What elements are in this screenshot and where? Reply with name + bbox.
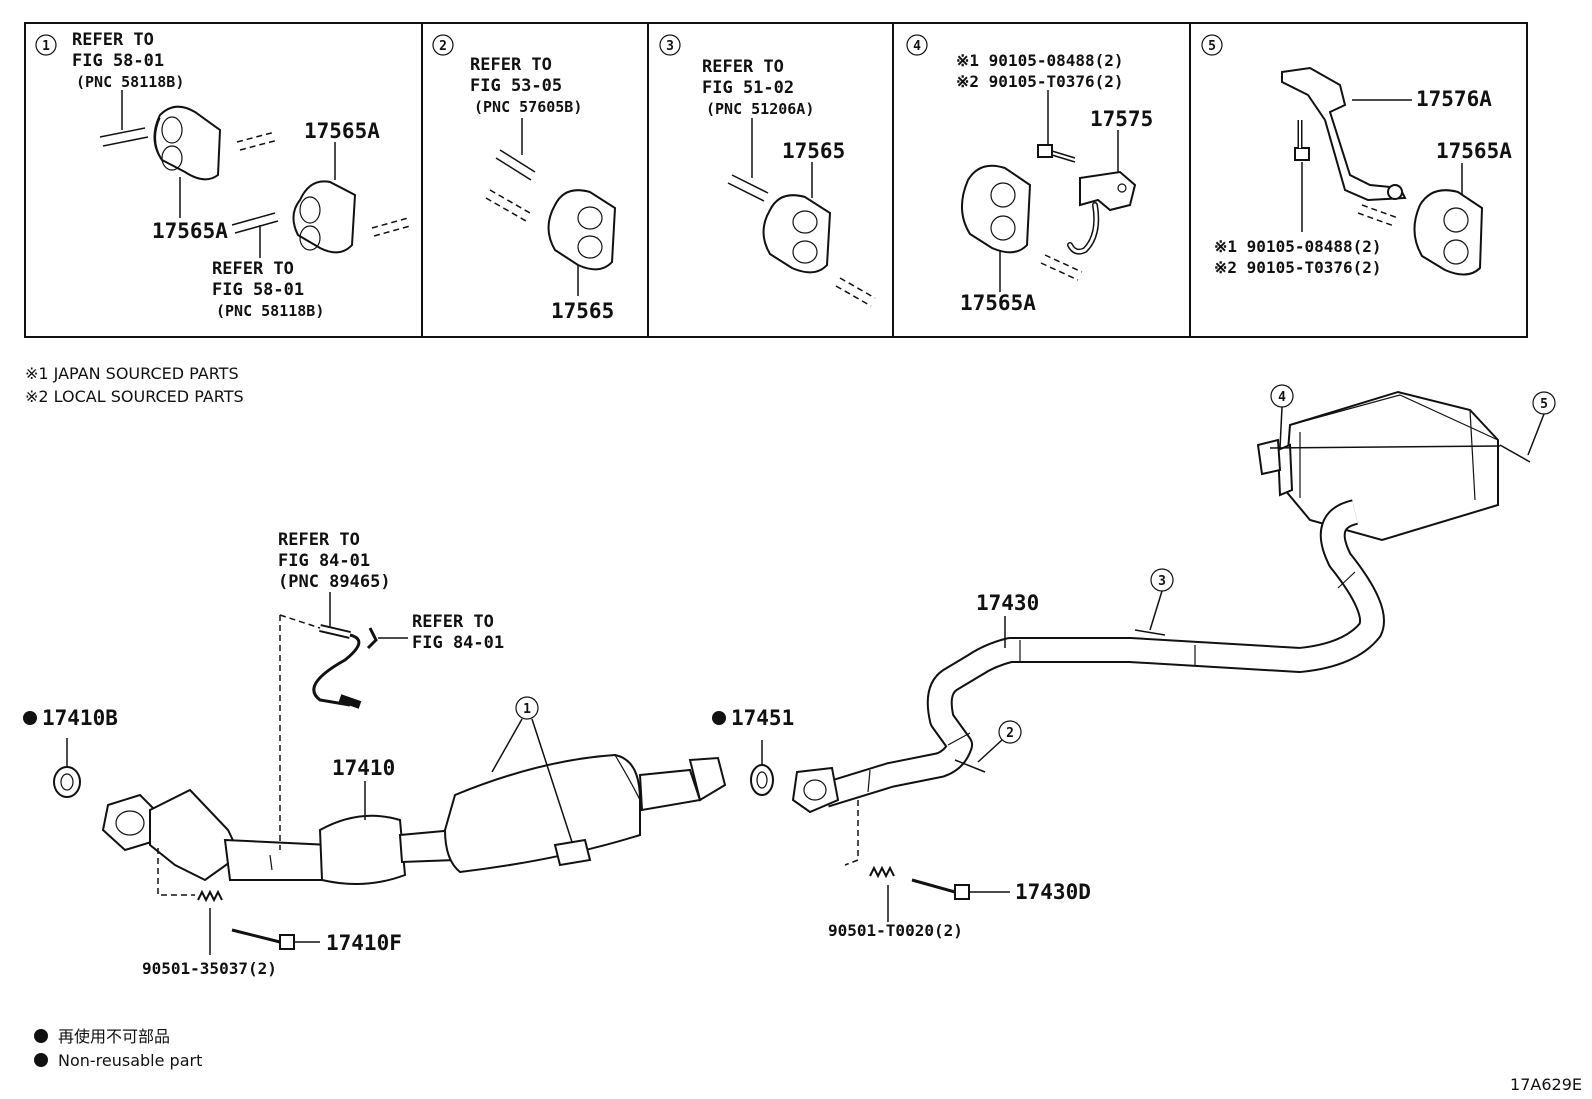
svg-text:1: 1 xyxy=(523,702,531,717)
rear-muffler xyxy=(1256,390,1501,542)
rubber-hanger-icon xyxy=(292,180,357,254)
panel-4-bolt-line-2: ※2 90105-T0376(2) xyxy=(956,72,1124,91)
panel-1-refer-line-3: (PNC 58118B) xyxy=(76,73,184,91)
gasket-mid-label: 17451 xyxy=(731,706,794,730)
pipe-flange xyxy=(791,766,840,814)
dashed-rod xyxy=(236,131,279,151)
panel-4-bolt-line-1: ※1 90105-08488(2) xyxy=(956,51,1124,70)
sensor-refer-line-2: FIG 84-01 xyxy=(278,551,370,571)
front-spring-label: 90501-35037(2) xyxy=(142,959,277,978)
gasket-front-label: 17410B xyxy=(42,706,118,730)
oxygen-sensor xyxy=(279,614,378,850)
panel-5-bolt-line-2: ※2 90105-T0376(2) xyxy=(1214,258,1382,277)
panel-3-number: 3 xyxy=(666,39,674,54)
detail-panel-2: 2 REFER TO FIG 53-05 (PNC 57605B) 17565 xyxy=(432,34,617,323)
rubber-hanger-icon xyxy=(1413,189,1484,276)
callout-5: 5 xyxy=(1499,391,1556,463)
panel-1-refer2-line-2: FIG 58-01 xyxy=(212,280,304,300)
bolt-icon xyxy=(1294,120,1310,161)
front-pipe-label: 17410 xyxy=(332,756,395,780)
clip-refer-line-2: FIG 84-01 xyxy=(412,633,504,653)
dashed-rod xyxy=(1040,254,1083,281)
gasket-mid xyxy=(750,740,774,796)
panel-2-refer-line-1: REFER TO xyxy=(470,55,552,75)
rubber-hanger-icon xyxy=(547,189,617,271)
clip-refer-line-1: REFER TO xyxy=(412,612,494,632)
panel-1-refer-line-1: REFER TO xyxy=(72,30,154,50)
figure-code: 17A629E xyxy=(1510,1075,1582,1094)
sensor-refer-line-3: (PNC 89465) xyxy=(278,572,391,592)
panel-2-refer-line-3: (PNC 57605B) xyxy=(474,98,582,116)
gasket-front xyxy=(53,738,81,798)
detail-panels-frame xyxy=(24,22,1528,338)
sensor-refer-line-1: REFER TO xyxy=(278,530,360,550)
dashed-rod xyxy=(1357,204,1399,227)
detail-panel-1: 1 REFER TO FIG 58-01 (PNC 58118B) 17565A… xyxy=(35,30,411,320)
panel-2-number: 2 xyxy=(439,39,447,54)
panel-1-refer2-line-1: REFER TO xyxy=(212,259,294,279)
panel-1-refer2-line-3: (PNC 58118B) xyxy=(216,302,324,320)
panel-4-part-label-a: 17575 xyxy=(1090,107,1153,131)
svg-text:3: 3 xyxy=(1158,574,1166,589)
svg-text:4: 4 xyxy=(1278,390,1286,405)
callout-3: 3 xyxy=(1134,568,1174,636)
detail-panel-4: 4 ※1 90105-08488(2) ※2 90105-T0376(2) 17… xyxy=(906,34,1153,315)
front-spring-bolt xyxy=(157,848,320,955)
legend-dot-jp xyxy=(34,1029,48,1043)
hanger-bracket-icon xyxy=(1281,66,1407,202)
panel-4-number: 4 xyxy=(913,39,921,54)
panel-3-refer-line-1: REFER TO xyxy=(702,57,784,77)
rubber-hanger-icon xyxy=(762,194,832,274)
hanger-rod xyxy=(727,174,769,202)
hanger-rod xyxy=(99,127,149,147)
callout-1: 1 xyxy=(491,696,573,843)
note-local-sourced: ※2 LOCAL SOURCED PARTS xyxy=(25,387,244,406)
legend-dot-en xyxy=(34,1053,48,1067)
panel-5-part-label-a: 17576A xyxy=(1416,87,1492,111)
detail-panel-5: 5 17576A 17565A ※1 90105-08488(2) ※2 901… xyxy=(1201,34,1512,277)
bolt-icon xyxy=(1037,144,1076,163)
detail-panel-3: 3 REFER TO FIG 51-02 (PNC 51206A) 17565 xyxy=(659,34,876,307)
hanger-bracket-icon xyxy=(1067,170,1137,255)
panel-5-bolt-line-1: ※1 90105-08488(2) xyxy=(1214,237,1382,256)
tail-pipe-label: 17430 xyxy=(976,591,1039,615)
panel-3-refer-line-2: FIG 51-02 xyxy=(702,78,794,98)
callout-4: 4 xyxy=(1270,384,1294,449)
non-reusable-dot-17451 xyxy=(712,711,726,725)
panel-3-part-label: 17565 xyxy=(782,139,845,163)
hanger-rod xyxy=(231,212,279,234)
rubber-hanger-icon xyxy=(961,164,1032,254)
panel-1-part-label-a: 17565A xyxy=(152,219,228,243)
svg-text:5: 5 xyxy=(1540,397,1548,412)
dashed-rod xyxy=(485,189,531,222)
legend-japanese: 再使用不可部品 xyxy=(58,1027,170,1046)
svg-text:2: 2 xyxy=(1006,726,1014,741)
panel-4-part-label-b: 17565A xyxy=(960,291,1036,315)
tail-pipe xyxy=(791,499,1385,814)
panel-2-refer-line-2: FIG 53-05 xyxy=(470,76,562,96)
front-bolt-label: 17410F xyxy=(326,931,402,955)
rear-bolt-label: 17430D xyxy=(1015,880,1091,904)
rear-spring-label: 90501-T0020(2) xyxy=(828,921,963,940)
non-reusable-dot-17410b xyxy=(23,711,37,725)
panel-1-refer-line-2: FIG 58-01 xyxy=(72,51,164,71)
panel-1-part-label-b: 17565A xyxy=(304,119,380,143)
front-exhaust-pipe xyxy=(101,753,727,885)
panel-1-number-circle xyxy=(35,34,57,56)
legend-english: Non-reusable part xyxy=(58,1051,202,1070)
panel-1-number: 1 xyxy=(42,39,50,54)
panel-2-part-label: 17565 xyxy=(551,299,614,323)
callout-2: 2 xyxy=(954,720,1022,773)
dashed-rod xyxy=(371,217,411,237)
panel-5-part-label-b: 17565A xyxy=(1436,139,1512,163)
note-japan-sourced: ※1 JAPAN SOURCED PARTS xyxy=(25,364,239,383)
hanger-rod xyxy=(495,149,536,181)
dashed-rod xyxy=(835,277,876,307)
panel-3-refer-line-3: (PNC 51206A) xyxy=(706,100,814,118)
panel-5-number: 5 xyxy=(1208,39,1216,54)
rubber-hanger-icon xyxy=(153,105,222,181)
rear-spring-bolt xyxy=(844,800,1010,922)
